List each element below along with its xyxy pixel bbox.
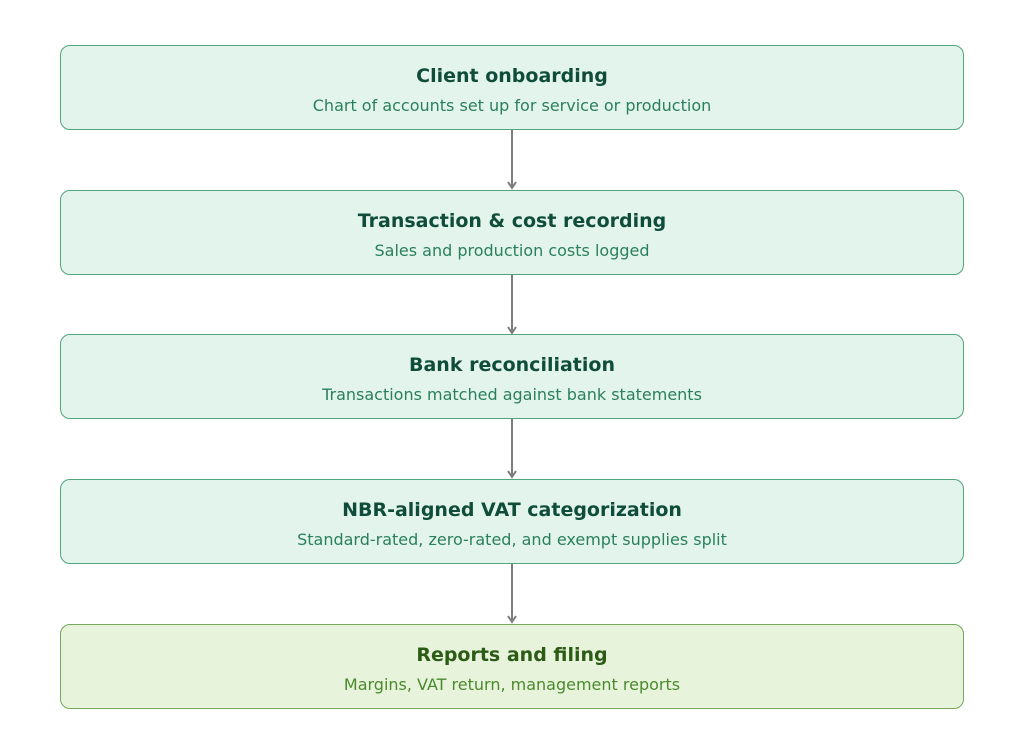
down-arrow-icon	[507, 419, 517, 479]
step-client-onboarding: Client onboarding Chart of accounts set …	[60, 45, 964, 130]
step-title: Reports and filing	[416, 644, 608, 666]
step-description: Standard-rated, zero-rated, and exempt s…	[297, 530, 727, 549]
step-description: Margins, VAT return, management reports	[343, 675, 681, 694]
down-arrow-icon	[507, 275, 517, 335]
step-nbr-vat-categorization: NBR-aligned VAT categorization Standard-…	[60, 479, 964, 564]
step-description: Sales and production costs logged	[374, 241, 650, 260]
step-reports-and-filing: Reports and filing Margins, VAT return, …	[60, 624, 964, 709]
step-title: Bank reconciliation	[409, 354, 615, 376]
step-bank-reconciliation: Bank reconciliation Transactions matched…	[60, 334, 964, 419]
down-arrow-icon	[507, 130, 517, 190]
step-transaction-cost-recording: Transaction & cost recording Sales and p…	[60, 190, 964, 275]
step-title: NBR-aligned VAT categorization	[342, 499, 682, 521]
step-description: Chart of accounts set up for service or …	[312, 96, 712, 115]
step-title: Client onboarding	[416, 65, 608, 87]
step-description: Transactions matched against bank statem…	[322, 385, 702, 404]
step-title: Transaction & cost recording	[357, 210, 667, 232]
down-arrow-icon	[507, 564, 517, 624]
